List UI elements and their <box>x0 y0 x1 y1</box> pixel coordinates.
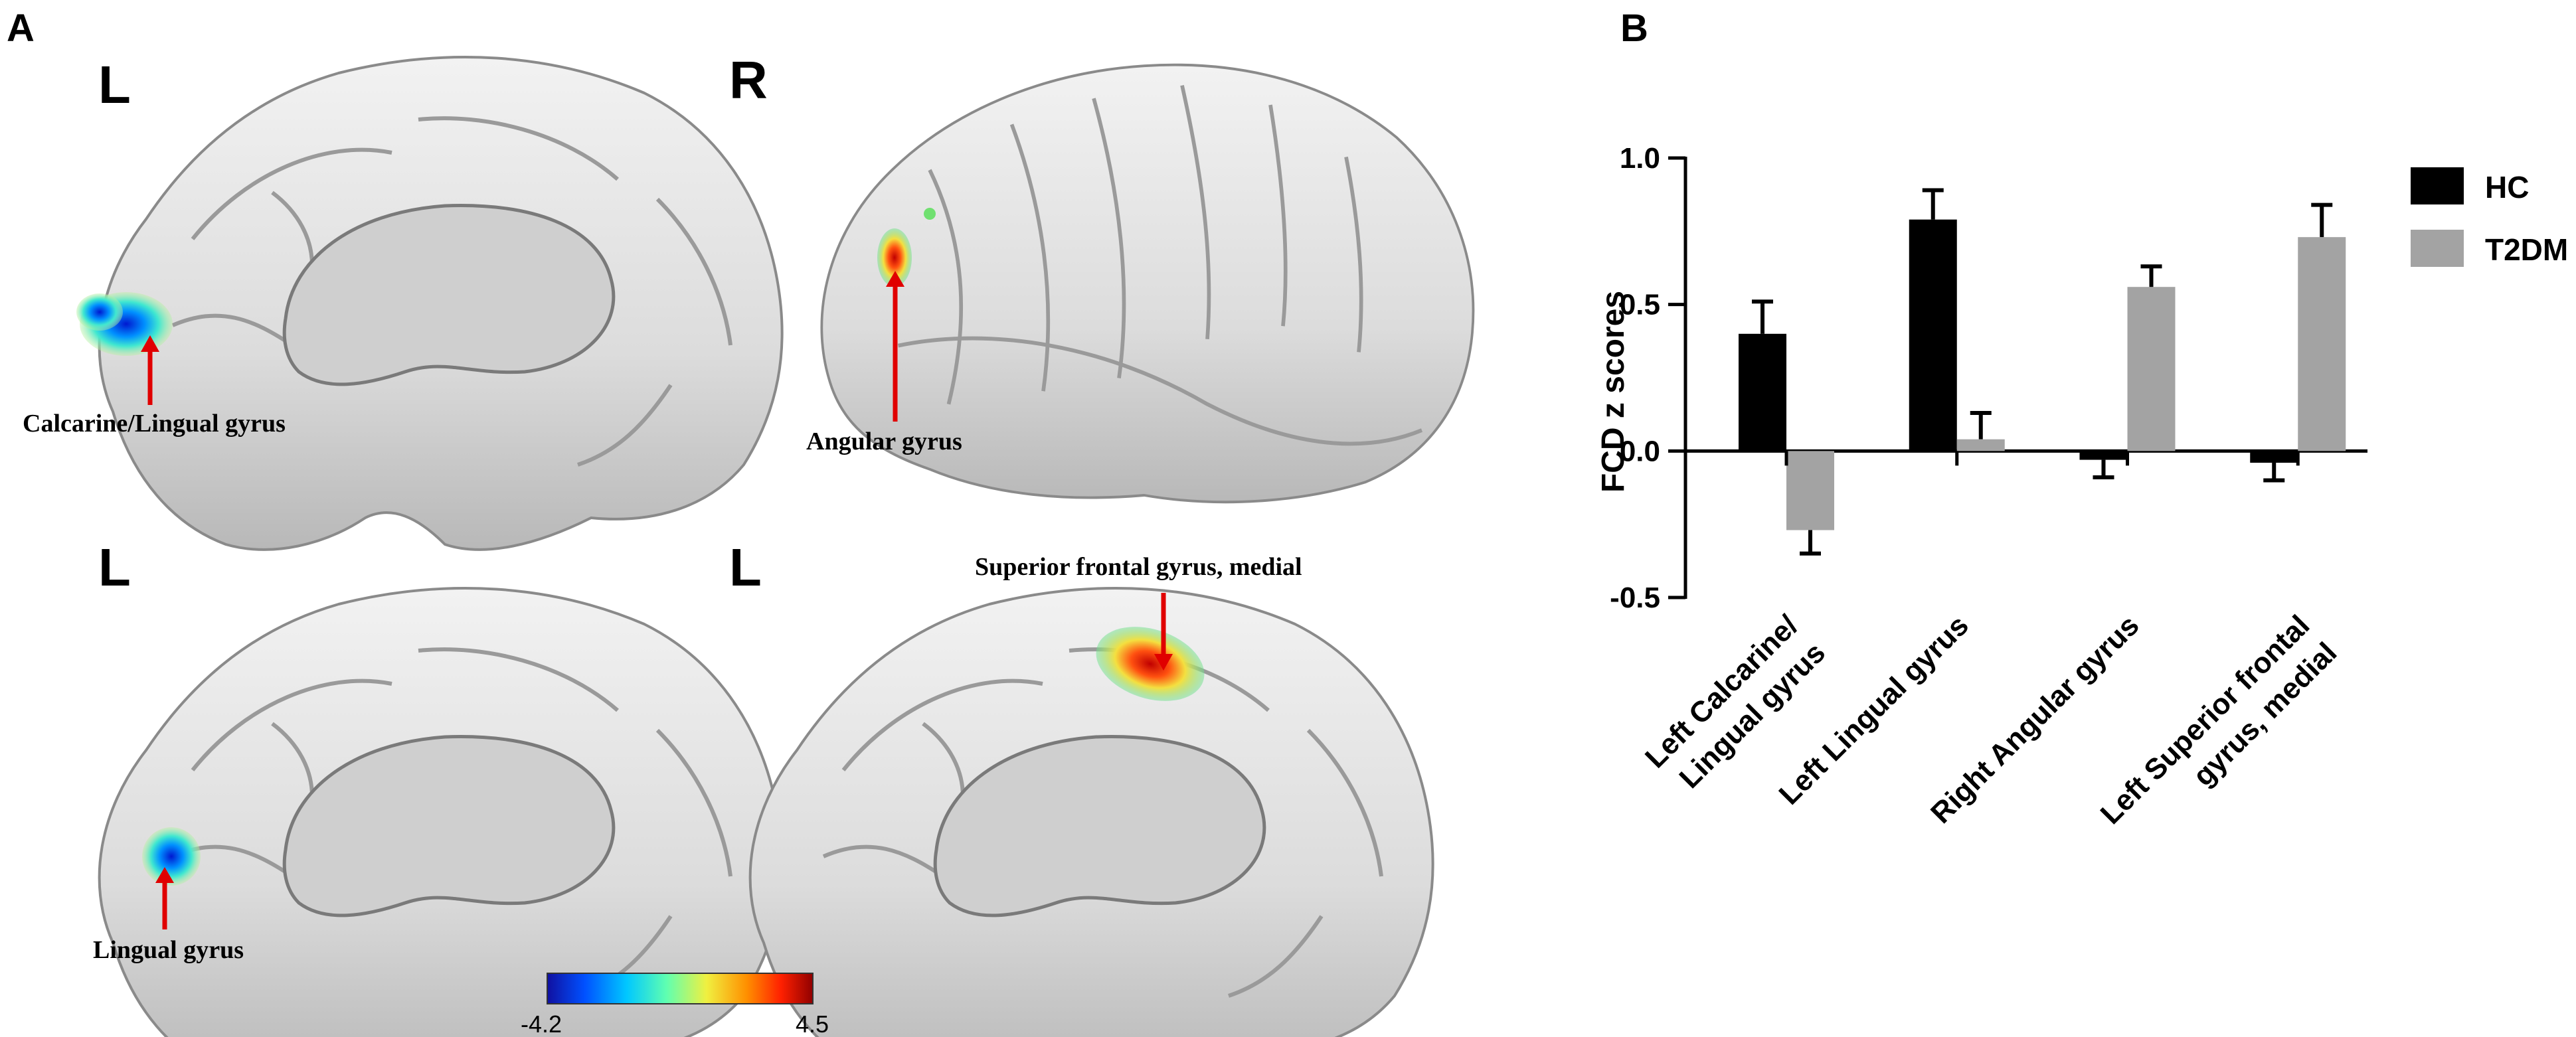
legend: HC T2DM <box>2411 167 2568 267</box>
colorbar-max-label: 4.5 <box>796 1010 829 1037</box>
bars-group <box>1685 188 2367 556</box>
bar-t2dm <box>2298 237 2346 451</box>
activation-blob <box>142 827 201 886</box>
y-tick-label: 1.0 <box>1620 142 1660 175</box>
arrow-head <box>155 867 174 883</box>
activation-blob <box>924 208 936 220</box>
y-tick-label: -0.5 <box>1610 582 1660 614</box>
bar-hc <box>1909 219 1957 451</box>
hemisphere-label: L <box>98 55 131 114</box>
annotation-label: Calcarine/Lingual gyrus <box>23 410 286 438</box>
legend-label-hc: HC <box>2485 170 2529 204</box>
legend-swatch-t2dm <box>2411 230 2464 267</box>
hemisphere-label: L <box>98 538 131 597</box>
bar-hc <box>1739 333 1786 451</box>
panel-b-letter: B <box>1620 7 1648 50</box>
y-axis-label: FCD z scores <box>1596 291 1631 493</box>
arrow-head <box>886 271 904 287</box>
y-tick-label: 0.0 <box>1620 435 1660 467</box>
colorbar-min-label: -4.2 <box>521 1010 562 1037</box>
bar-hc <box>2250 451 2298 463</box>
x-category-label-line: Left Lingual gyrus <box>1773 609 1975 811</box>
arrow-head <box>141 335 159 352</box>
colorbar: -4.2 4.5 <box>521 973 829 1037</box>
bar-hc <box>2079 451 2128 460</box>
bar-t2dm <box>1786 451 1834 530</box>
x-category-label: Left Superior frontalgyrus, medial <box>2095 609 2344 858</box>
bar-t2dm <box>2127 287 2176 451</box>
activation-blob <box>877 228 912 287</box>
y-axis: 1.0 0.5 0.0 -0.5 <box>1610 142 1687 614</box>
brain-top-right: R Angular gyrus <box>729 50 1473 502</box>
brain-bottom-right: L Superior frontal gyrus, medial <box>729 538 1433 1037</box>
annotation-label: Lingual gyrus <box>93 936 244 964</box>
activation-blob <box>76 293 123 331</box>
x-category-label: Left Lingual gyrus <box>1773 609 1975 811</box>
arrow-head <box>1154 654 1173 671</box>
panel-a-letter: A <box>7 7 35 50</box>
legend-label-t2dm: T2DM <box>2485 232 2568 267</box>
activation-blob <box>1096 627 1205 701</box>
bar-chart: FCD z scores 1.0 0.5 0.0 -0.5 Left Calcarin… <box>1596 142 2568 858</box>
legend-swatch-hc <box>2411 167 2464 204</box>
hemisphere-label: L <box>729 538 762 597</box>
brain-top-left: L Calcarine/Lingual gyrus <box>23 55 782 550</box>
colorbar-gradient <box>547 973 814 1004</box>
annotation-label: Superior frontal gyrus, medial <box>975 553 1302 581</box>
y-tick-label: 0.5 <box>1620 289 1660 321</box>
bar-t2dm <box>1956 439 2005 451</box>
hemisphere-label: R <box>729 50 768 110</box>
brain-bottom-left: L Lingual gyrus <box>93 538 782 1037</box>
annotation-label: Angular gyrus <box>806 428 962 455</box>
